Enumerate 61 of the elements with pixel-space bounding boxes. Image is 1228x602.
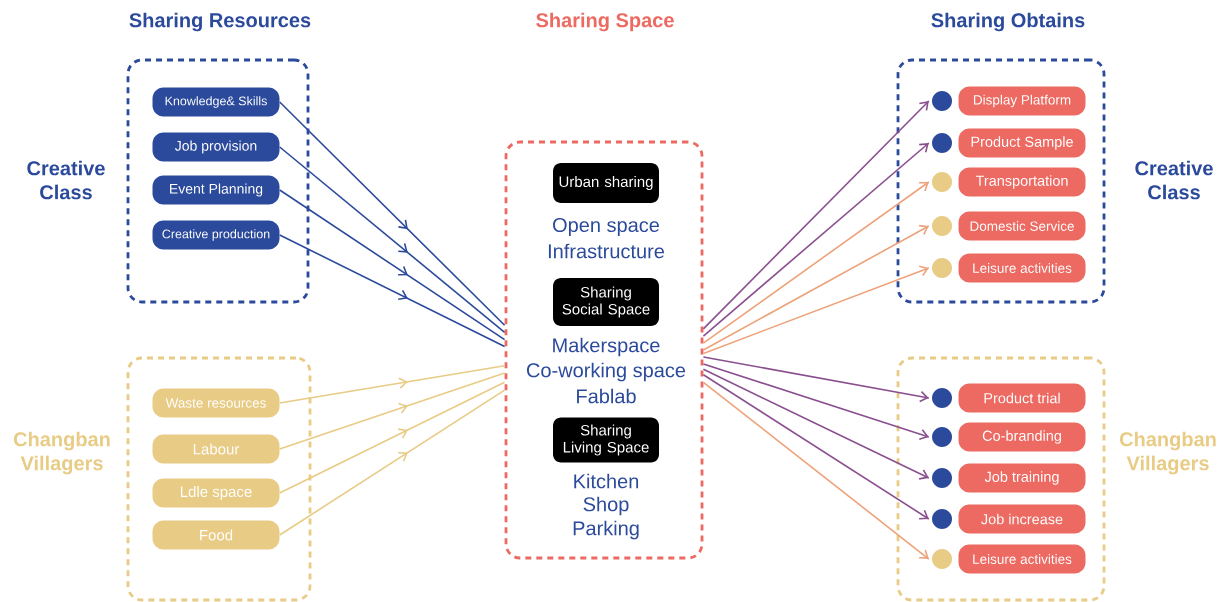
pill-box: Creative production bbox=[152, 220, 280, 250]
pill-box: Food bbox=[152, 520, 280, 550]
pill-box: Knowledge& Skills bbox=[152, 87, 280, 117]
dot bbox=[932, 133, 952, 153]
pill-box: Co-branding bbox=[958, 422, 1086, 452]
space-item-text: Makerspace bbox=[553, 337, 660, 357]
dot bbox=[932, 468, 952, 488]
pill-box: Product trial bbox=[958, 383, 1086, 413]
category-box: Sharing Social Space bbox=[553, 278, 659, 326]
pill-box: Domestic Service bbox=[958, 211, 1086, 241]
space-item-text: Parking bbox=[573, 520, 639, 540]
pill-box: Leisure activities bbox=[958, 253, 1086, 283]
column-heading: Sharing Resources bbox=[129, 12, 311, 32]
column-heading: Sharing Obtains bbox=[931, 12, 1085, 32]
arrow bbox=[702, 356, 930, 403]
dot bbox=[932, 509, 952, 529]
pill-box: Job training bbox=[958, 463, 1086, 493]
group-label: Changban Villagers bbox=[13, 431, 110, 475]
group-label: Creative Class bbox=[1135, 160, 1213, 200]
dot bbox=[932, 388, 952, 408]
arrow bbox=[702, 374, 930, 520]
pill-box: Job increase bbox=[958, 504, 1086, 534]
pill-box: Product Sample bbox=[958, 128, 1086, 158]
arrow bbox=[702, 363, 930, 440]
pill-box: Display Platform bbox=[958, 86, 1086, 116]
space-item-text: Fablab bbox=[577, 388, 636, 404]
dot bbox=[932, 549, 952, 569]
group-label: Creative Class bbox=[27, 160, 105, 200]
space-item-text: Infrastructure bbox=[548, 243, 664, 259]
dashed-group-box bbox=[504, 140, 704, 560]
pill-box: Leisure activities bbox=[958, 544, 1086, 574]
dot bbox=[932, 427, 952, 447]
category-box: Urban sharing bbox=[553, 163, 659, 203]
space-item-text: Kitchen bbox=[574, 473, 639, 489]
dot bbox=[932, 216, 952, 236]
arrow bbox=[702, 224, 930, 351]
dashed-group-box bbox=[896, 356, 1106, 602]
space-item-text: Open space bbox=[553, 217, 659, 237]
pill-box: Waste resources bbox=[152, 388, 280, 418]
dot bbox=[932, 258, 952, 278]
space-item-text: Shop bbox=[583, 496, 629, 516]
pill-box: Job provision bbox=[152, 132, 280, 162]
pill-box: Event Planning bbox=[152, 175, 280, 205]
column-heading: Sharing Space bbox=[536, 12, 674, 32]
arrow bbox=[702, 181, 930, 344]
dot bbox=[932, 91, 952, 111]
arrow bbox=[702, 142, 930, 337]
dashed-group-box bbox=[126, 58, 310, 304]
group-label: Changban Villagers bbox=[1119, 431, 1216, 475]
pill-box: Transportation bbox=[958, 167, 1086, 197]
arrow bbox=[702, 381, 930, 560]
arrow bbox=[702, 368, 930, 480]
pill-box: Ldle space bbox=[152, 478, 280, 508]
dashed-group-box bbox=[126, 356, 312, 602]
arrow bbox=[702, 100, 930, 330]
category-box: Sharing Living Space bbox=[553, 417, 659, 463]
dashed-group-box bbox=[896, 58, 1106, 304]
pill-box: Labour bbox=[152, 434, 280, 464]
arrow bbox=[702, 265, 930, 355]
dot bbox=[932, 172, 952, 192]
space-item-text: Co-working space bbox=[527, 362, 686, 382]
